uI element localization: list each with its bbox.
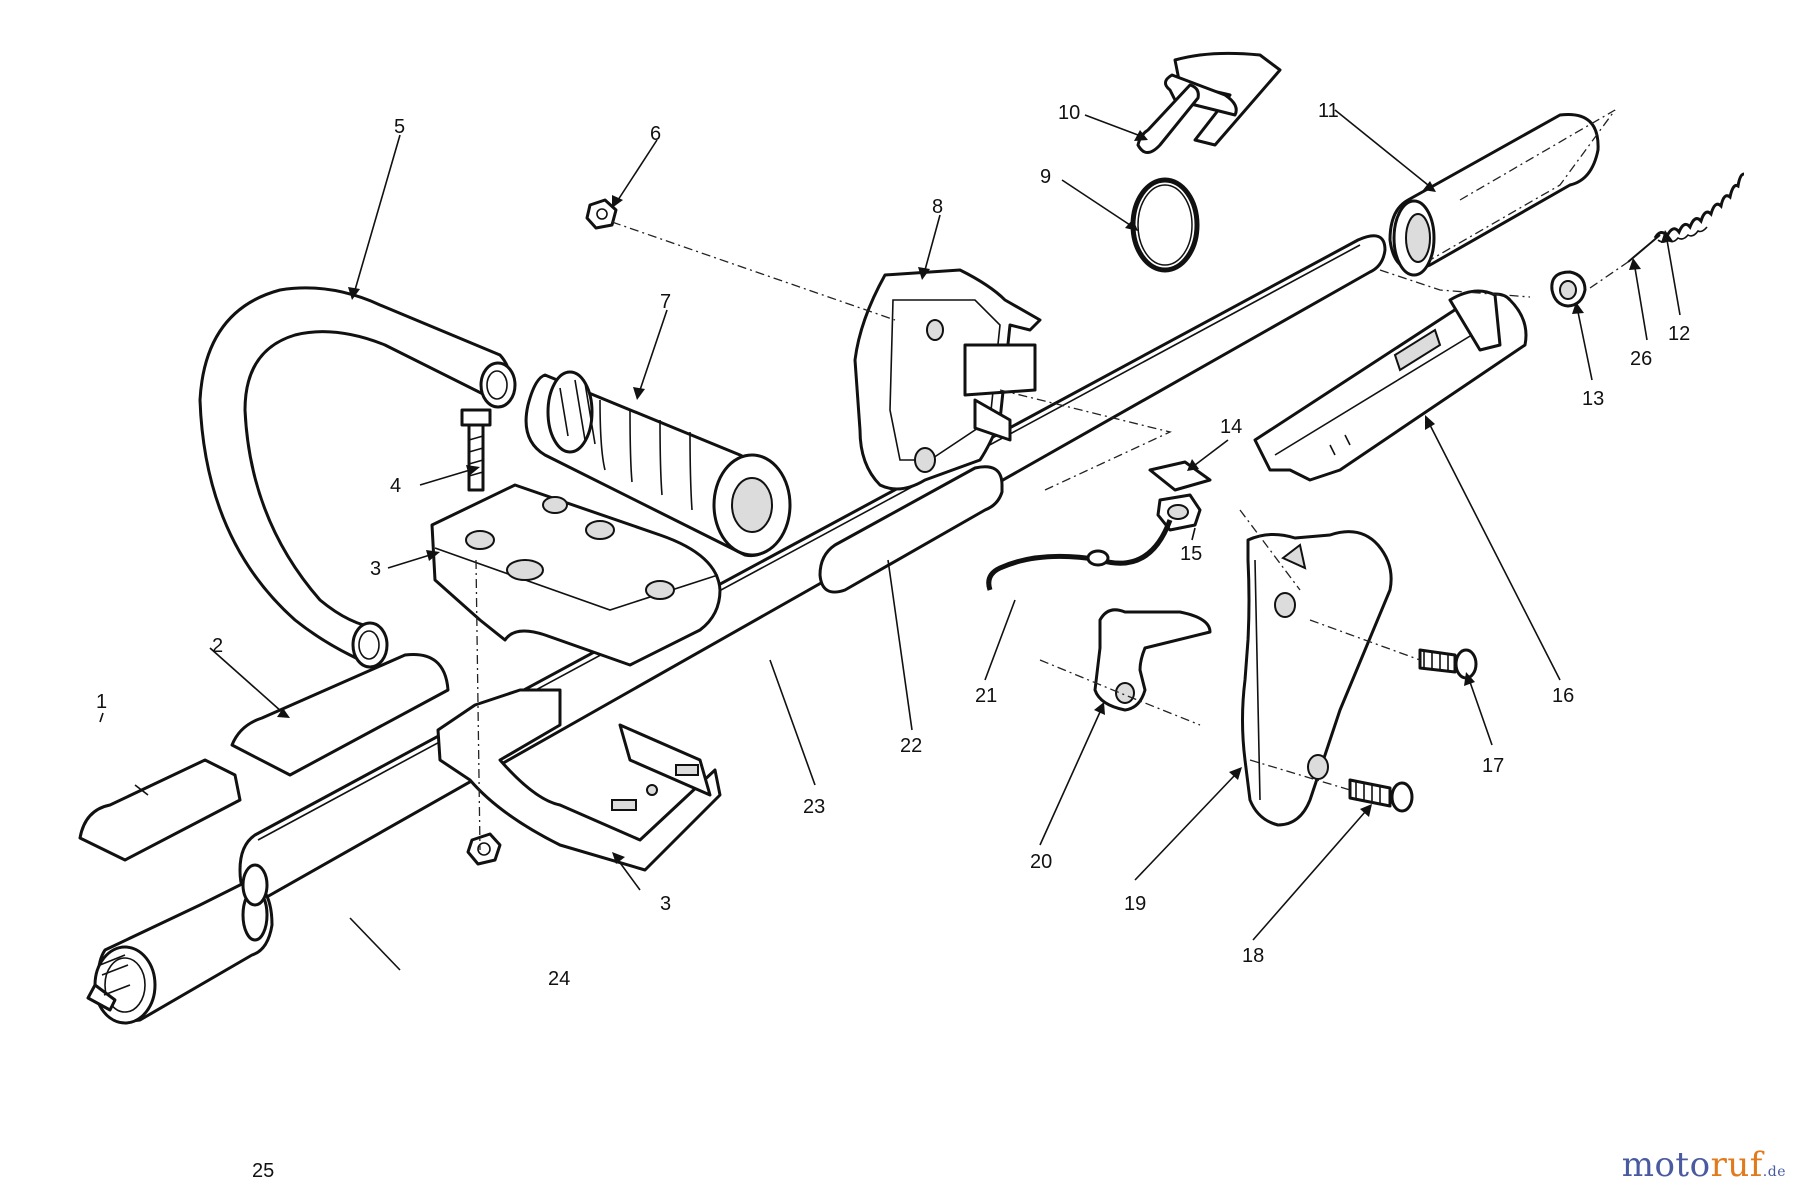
callout-23: 23	[803, 796, 825, 818]
callout-22: 22	[900, 735, 922, 757]
callout-5: 5	[394, 116, 405, 138]
assembly-center-lines	[475, 109, 1629, 851]
screw-lower	[1348, 778, 1414, 813]
callout-21: 21	[975, 685, 997, 707]
callout-10: 10	[1058, 102, 1080, 124]
callout-13: 13	[1582, 388, 1604, 410]
hex-nut-lower	[466, 832, 502, 866]
callout-15: 15	[1180, 543, 1202, 565]
callout-16: 16	[1552, 685, 1574, 707]
loop-handle	[198, 286, 517, 669]
upper-clamp	[430, 483, 722, 667]
tube-grip	[1388, 112, 1600, 277]
watermark-tld: .de	[1762, 1164, 1786, 1180]
throttle-wire	[1627, 234, 1661, 263]
callout-8: 8	[932, 196, 943, 218]
callout-17: 17	[1482, 755, 1504, 777]
drive-tube-end	[86, 863, 274, 1025]
throttle-trigger	[1093, 608, 1212, 712]
callout-11: 11	[1318, 100, 1339, 122]
throttle-nut	[1550, 270, 1587, 308]
stop-switch	[1148, 460, 1212, 532]
shield-half-upper	[230, 652, 450, 777]
callout-3-lower: 3	[660, 893, 671, 915]
hand-grip	[524, 370, 792, 558]
throttle-spring	[1653, 172, 1745, 243]
hex-bolt	[460, 408, 492, 492]
callout-3-upper: 3	[370, 558, 381, 580]
callout-leaders	[99, 109, 1681, 971]
throttle-housing	[1253, 289, 1528, 482]
callout-7: 7	[660, 291, 671, 313]
callout-12: 12	[1668, 323, 1690, 345]
shaft-sleeve	[818, 465, 1004, 594]
callout-1: 1	[96, 691, 107, 713]
ground-wire	[986, 519, 1173, 591]
split-ring	[1130, 177, 1200, 273]
strap-hook	[1136, 51, 1282, 154]
lower-clamp	[436, 688, 722, 872]
callout-9: 9	[1040, 166, 1051, 188]
motoruf-watermark: motoruf.de	[1622, 1145, 1786, 1185]
handle-bracket	[853, 268, 1042, 491]
callout-14: 14	[1220, 416, 1242, 438]
callout-4: 4	[390, 475, 401, 497]
watermark-part-a: moto	[1621, 1145, 1711, 1185]
callout-20: 20	[1030, 851, 1052, 873]
watermark-part-b: ruf	[1710, 1145, 1763, 1185]
hex-nut-upper	[585, 198, 618, 230]
handle-cover	[1241, 530, 1393, 827]
callout-2: 2	[212, 635, 223, 657]
callout-labels: 1 2 3 3 4 5 6 7 8 9 10 11 12 13 14 15 16…	[96, 100, 1690, 1182]
callout-18: 18	[1242, 945, 1264, 967]
callout-24: 24	[548, 968, 570, 990]
callout-26: 26	[1630, 348, 1652, 370]
callout-6: 6	[650, 123, 661, 145]
shield-half-lower	[78, 758, 242, 862]
callout-25: 25	[252, 1160, 274, 1182]
callout-19: 19	[1124, 893, 1146, 915]
